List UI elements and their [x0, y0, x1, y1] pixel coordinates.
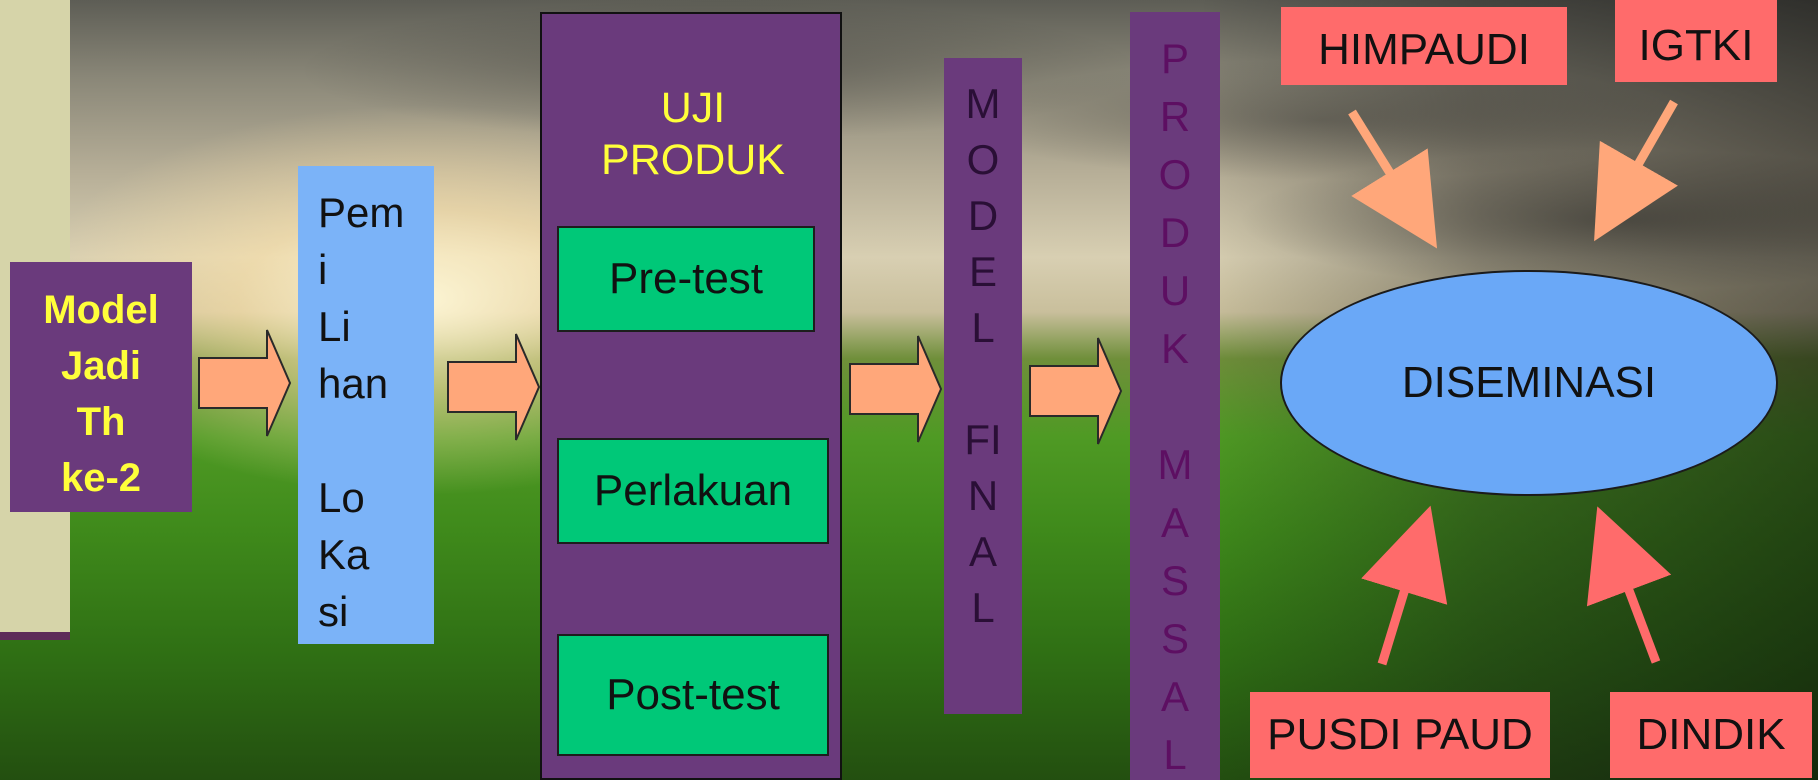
uji-produk-panel: UJI PRODUK Pre-test Perlakuan Post-test — [540, 12, 842, 780]
model-jadi-line-4: ke-2 — [60, 456, 142, 500]
model-jadi-line-3: Th — [76, 400, 126, 444]
pretest-box: Pre-test — [557, 226, 815, 332]
himpaudi-box: HIMPAUDI — [1281, 7, 1567, 85]
model-jadi-box: Model Jadi Th ke-2 — [10, 262, 192, 512]
model-jadi-line-1: Model — [43, 288, 159, 332]
flow-arrow-3 — [848, 334, 943, 444]
produk-massal-column: P R O D U K M A S S A L — [1130, 12, 1220, 780]
diseminasi-label: DISEMINASI — [1401, 358, 1657, 407]
model-final-column: M O D E L FI N A L — [944, 58, 1022, 714]
pusdi-paud-box: PUSDI PAUD — [1250, 692, 1550, 778]
uji-produk-title: UJI PRODUK — [601, 84, 785, 184]
diseminasi-ellipse: DISEMINASI — [1280, 270, 1778, 496]
posttest-box: Post-test — [557, 634, 829, 756]
flow-arrow-4 — [1028, 336, 1123, 446]
model-jadi-line-2: Jadi — [60, 344, 142, 388]
flow-arrow-1 — [197, 328, 292, 438]
flow-arrow-2 — [446, 332, 541, 442]
perlakuan-box: Perlakuan — [557, 438, 829, 544]
igtki-box: IGTKI — [1615, 0, 1777, 82]
pemilihan-lokasi-box: Pem i Li han Lo Ka si — [298, 166, 434, 644]
dindik-box: DINDIK — [1610, 692, 1812, 778]
